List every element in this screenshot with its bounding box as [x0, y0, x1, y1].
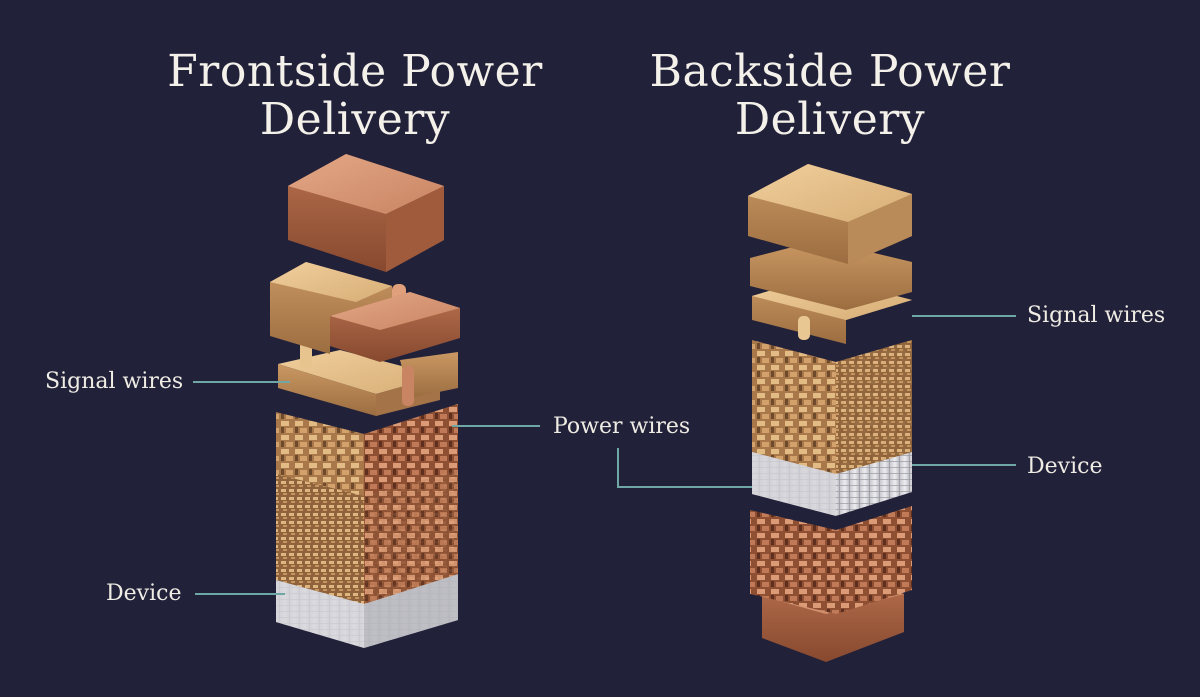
frontside-title-line2: Delivery — [259, 94, 451, 145]
backside-stack — [748, 164, 912, 662]
frontside-stack — [270, 154, 460, 648]
backside-title-line2: Delivery — [734, 94, 926, 145]
frontside-title-line1: Frontside Power — [167, 46, 543, 97]
right-device-label: Device — [1027, 454, 1103, 479]
backside-title: Backside Power Delivery — [640, 48, 1020, 144]
left-signal-wires-label: Signal wires — [45, 369, 184, 394]
frontside-title: Frontside Power Delivery — [150, 48, 560, 144]
power-wires-label: Power wires — [553, 414, 691, 439]
backside-title-line1: Backside Power — [649, 46, 1011, 97]
right-power-leader — [617, 448, 752, 488]
left-device-label: Device — [106, 581, 182, 606]
right-signal-wires-label: Signal wires — [1027, 303, 1166, 328]
